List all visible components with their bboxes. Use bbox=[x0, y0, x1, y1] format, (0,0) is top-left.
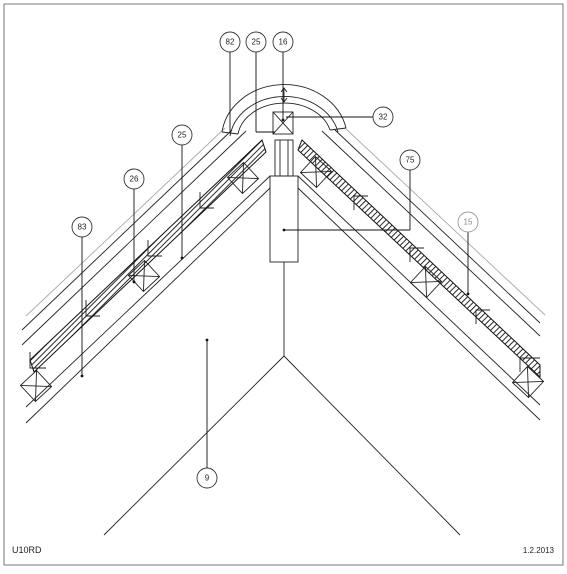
drawing-date: 1.2.2013 bbox=[523, 546, 555, 555]
callout-26: 26 bbox=[123, 168, 145, 190]
callout-label: 9 bbox=[205, 474, 210, 483]
counter-battens bbox=[19, 155, 545, 403]
drawing-border bbox=[3, 3, 564, 566]
callout-label: 15 bbox=[464, 218, 473, 227]
right-roof-layers bbox=[297, 127, 546, 421]
right-tile-steps bbox=[353, 195, 540, 372]
ridge-tile bbox=[221, 84, 347, 137]
drawing-code: U10RD bbox=[12, 545, 42, 555]
callout-9: 9 bbox=[196, 467, 218, 489]
callout-label: 82 bbox=[226, 38, 235, 47]
callout-82: 82 bbox=[219, 31, 241, 53]
callout-25-top: 25 bbox=[245, 31, 267, 53]
callout-label: 25 bbox=[178, 131, 187, 140]
callout-label: 26 bbox=[130, 175, 139, 184]
callout-label: 75 bbox=[406, 156, 415, 165]
callout-label: 83 bbox=[78, 223, 87, 232]
callout-32: 32 bbox=[372, 106, 394, 128]
callout-25-left: 25 bbox=[171, 124, 193, 146]
callout-label: 16 bbox=[279, 38, 288, 47]
leader-lines bbox=[80, 52, 470, 468]
left-tile-steps bbox=[29, 192, 214, 369]
callout-16: 16 bbox=[272, 31, 294, 53]
ridge-post bbox=[269, 139, 299, 263]
callout-15: 15 bbox=[457, 211, 479, 233]
ceiling-lines bbox=[103, 262, 461, 536]
callout-label: 25 bbox=[252, 38, 261, 47]
callout-75: 75 bbox=[399, 149, 421, 171]
callout-83: 83 bbox=[71, 216, 93, 238]
callout-label: 32 bbox=[379, 113, 388, 122]
